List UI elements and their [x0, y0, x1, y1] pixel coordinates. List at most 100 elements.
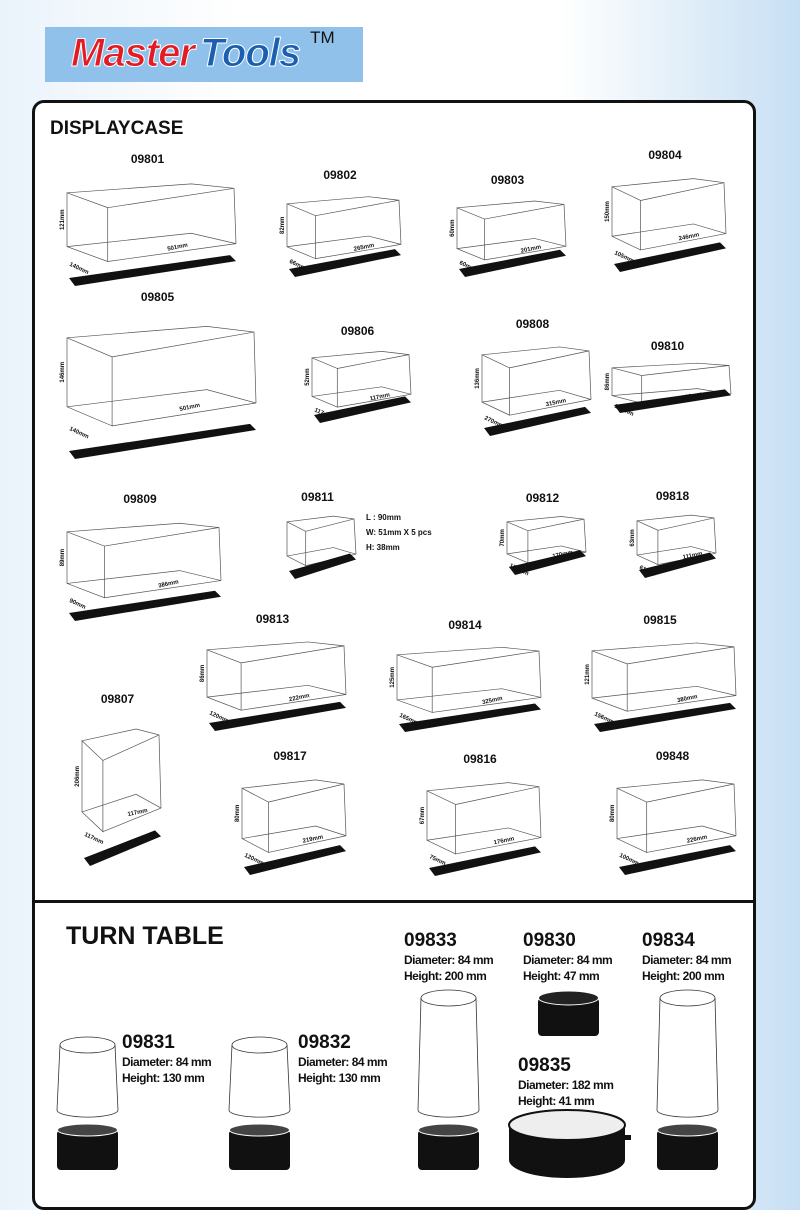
diameter: Diameter: 84 mm	[298, 1055, 388, 1069]
display-base	[614, 242, 726, 272]
height-label: 206mm	[75, 766, 81, 787]
case-drawing: 82mm 66mm 265mm	[280, 196, 402, 277]
height: Height: 130 mm	[298, 1071, 381, 1085]
logo-master: Master	[71, 31, 196, 76]
product-code: 09818	[655, 489, 690, 503]
length-label: 111mm	[682, 551, 703, 561]
display-base	[429, 846, 541, 876]
case-drawing: 150mm 105mm 246mm	[605, 178, 727, 272]
display-base	[314, 396, 411, 423]
height-label: 150mm	[605, 201, 611, 222]
displaycase-09817: 09817 80mm 120mm 219mm	[230, 749, 350, 881]
case-wireframe	[66, 326, 257, 427]
display-base	[594, 702, 736, 732]
turntable-09830: 09830 Diameter: 84 mm Height: 47 mm	[523, 930, 613, 984]
turntable-disc-09835	[508, 1109, 631, 1178]
display-base	[484, 406, 591, 436]
product-code: 09815	[643, 613, 677, 627]
glass-dome-09834	[656, 989, 719, 1118]
length-label: 222mm	[289, 693, 310, 703]
section-divider	[32, 900, 756, 903]
height-label: 121mm	[60, 209, 66, 230]
height-label: 80mm	[235, 805, 241, 822]
case-drawing: 63mm 61mm 111mm	[630, 514, 717, 578]
glass-dome-09831	[56, 1036, 119, 1118]
case-drawing: 80mm 100mm 226mm	[610, 779, 737, 875]
case-wireframe	[456, 200, 567, 261]
product-code: 09833	[404, 930, 457, 951]
turntable-09834: 09834 Diameter: 84 mm Height: 200 mm	[642, 930, 732, 984]
height-label: 70mm	[500, 529, 506, 546]
base-09831	[57, 1123, 118, 1170]
case-wireframe	[591, 642, 737, 712]
length-label: 265mm	[353, 243, 374, 253]
height-label: 121mm	[585, 664, 591, 685]
display-base	[509, 550, 586, 575]
case-drawing: 60mm 60mm 201mm	[450, 200, 567, 277]
base-09834	[657, 1123, 718, 1170]
displaycase-09809: 09809 89mm 90mm 386mm	[55, 492, 225, 627]
ring-09830	[538, 990, 599, 1036]
case-drawing: 89mm 90mm 386mm	[60, 522, 222, 621]
length-label: 170mm	[552, 550, 573, 560]
length-label: 117mm	[369, 392, 390, 402]
case-wireframe	[311, 351, 412, 408]
height-label: 63mm	[630, 529, 636, 546]
product-code: 09816	[463, 752, 497, 766]
height: Height: 41 mm	[518, 1094, 595, 1108]
displaycase-09804: 09804 150mm 105mm 246mm	[600, 148, 730, 278]
length-label: 226mm	[686, 834, 707, 844]
height-label: 60mm	[450, 220, 456, 237]
product-code: 09808	[515, 317, 550, 331]
displaycase-09848: 09848 80mm 100mm 226mm	[605, 749, 740, 881]
case-wireframe	[81, 728, 162, 833]
case-wireframe	[241, 779, 347, 854]
product-code: 09804	[648, 148, 682, 162]
display-base	[289, 249, 401, 277]
case-wireframe	[66, 522, 222, 599]
case-drawing: 121mm 140mm 501mm	[60, 183, 237, 286]
length-label: 220mm	[681, 392, 702, 402]
length-label: 201mm	[520, 245, 541, 255]
product-code: 09831	[122, 1032, 175, 1053]
glass-dome-09832	[228, 1036, 291, 1118]
case-wireframe	[481, 346, 592, 416]
display-base	[614, 389, 731, 413]
case-wireframe	[611, 178, 727, 251]
case-wireframe	[206, 641, 347, 711]
product-code: 09848	[655, 749, 690, 763]
displaycase-09811: 09811	[275, 490, 360, 585]
case-drawing: 80mm 120mm 219mm	[235, 779, 347, 875]
displaycase-09818: 09818 63mm 61mm 111mm	[625, 489, 720, 584]
displaycase-09803: 09803 60mm 60mm 201mm	[445, 173, 570, 283]
product-code: 09809	[123, 492, 157, 506]
display-base	[619, 845, 736, 875]
length-label: 117mm	[127, 808, 148, 818]
logo-tools: Tools	[199, 31, 301, 76]
diameter: Diameter: 84 mm	[642, 953, 732, 967]
displaycase-09815: 09815 121mm 156mm 380mm	[580, 613, 740, 738]
display-base	[244, 845, 346, 875]
case-wireframe	[66, 183, 237, 262]
product-code: 09801	[130, 152, 165, 166]
display-base	[639, 552, 716, 578]
case-wireframe	[426, 782, 542, 855]
height: Height: 130 mm	[122, 1071, 205, 1085]
product-code: 09814	[448, 618, 482, 632]
turntable-09831: 09831 Diameter: 84 mm Height: 130 mm	[122, 1032, 212, 1086]
case-drawing: 125mm 165mm 325mm	[390, 646, 542, 732]
case-drawing	[286, 515, 357, 579]
logo-trademark: TM	[310, 28, 335, 47]
09811-spec: L : 90mm W: 51mm X 5 pcs H: 38mm	[366, 510, 432, 555]
diameter: Diameter: 84 mm	[122, 1055, 212, 1069]
displaycase-09810: 09810 86mm 120mm 220mm	[600, 339, 735, 419]
height-label: 80mm	[610, 805, 616, 822]
displaycase-09802: 09802 82mm 66mm 265mm	[275, 168, 405, 283]
display-base	[289, 553, 356, 579]
height-label: 67mm	[420, 807, 426, 824]
case-wireframe	[286, 196, 402, 260]
diameter: Diameter: 84 mm	[523, 953, 613, 967]
case-drawing: 86mm 120mm 220mm	[605, 362, 732, 418]
display-base	[69, 590, 221, 621]
